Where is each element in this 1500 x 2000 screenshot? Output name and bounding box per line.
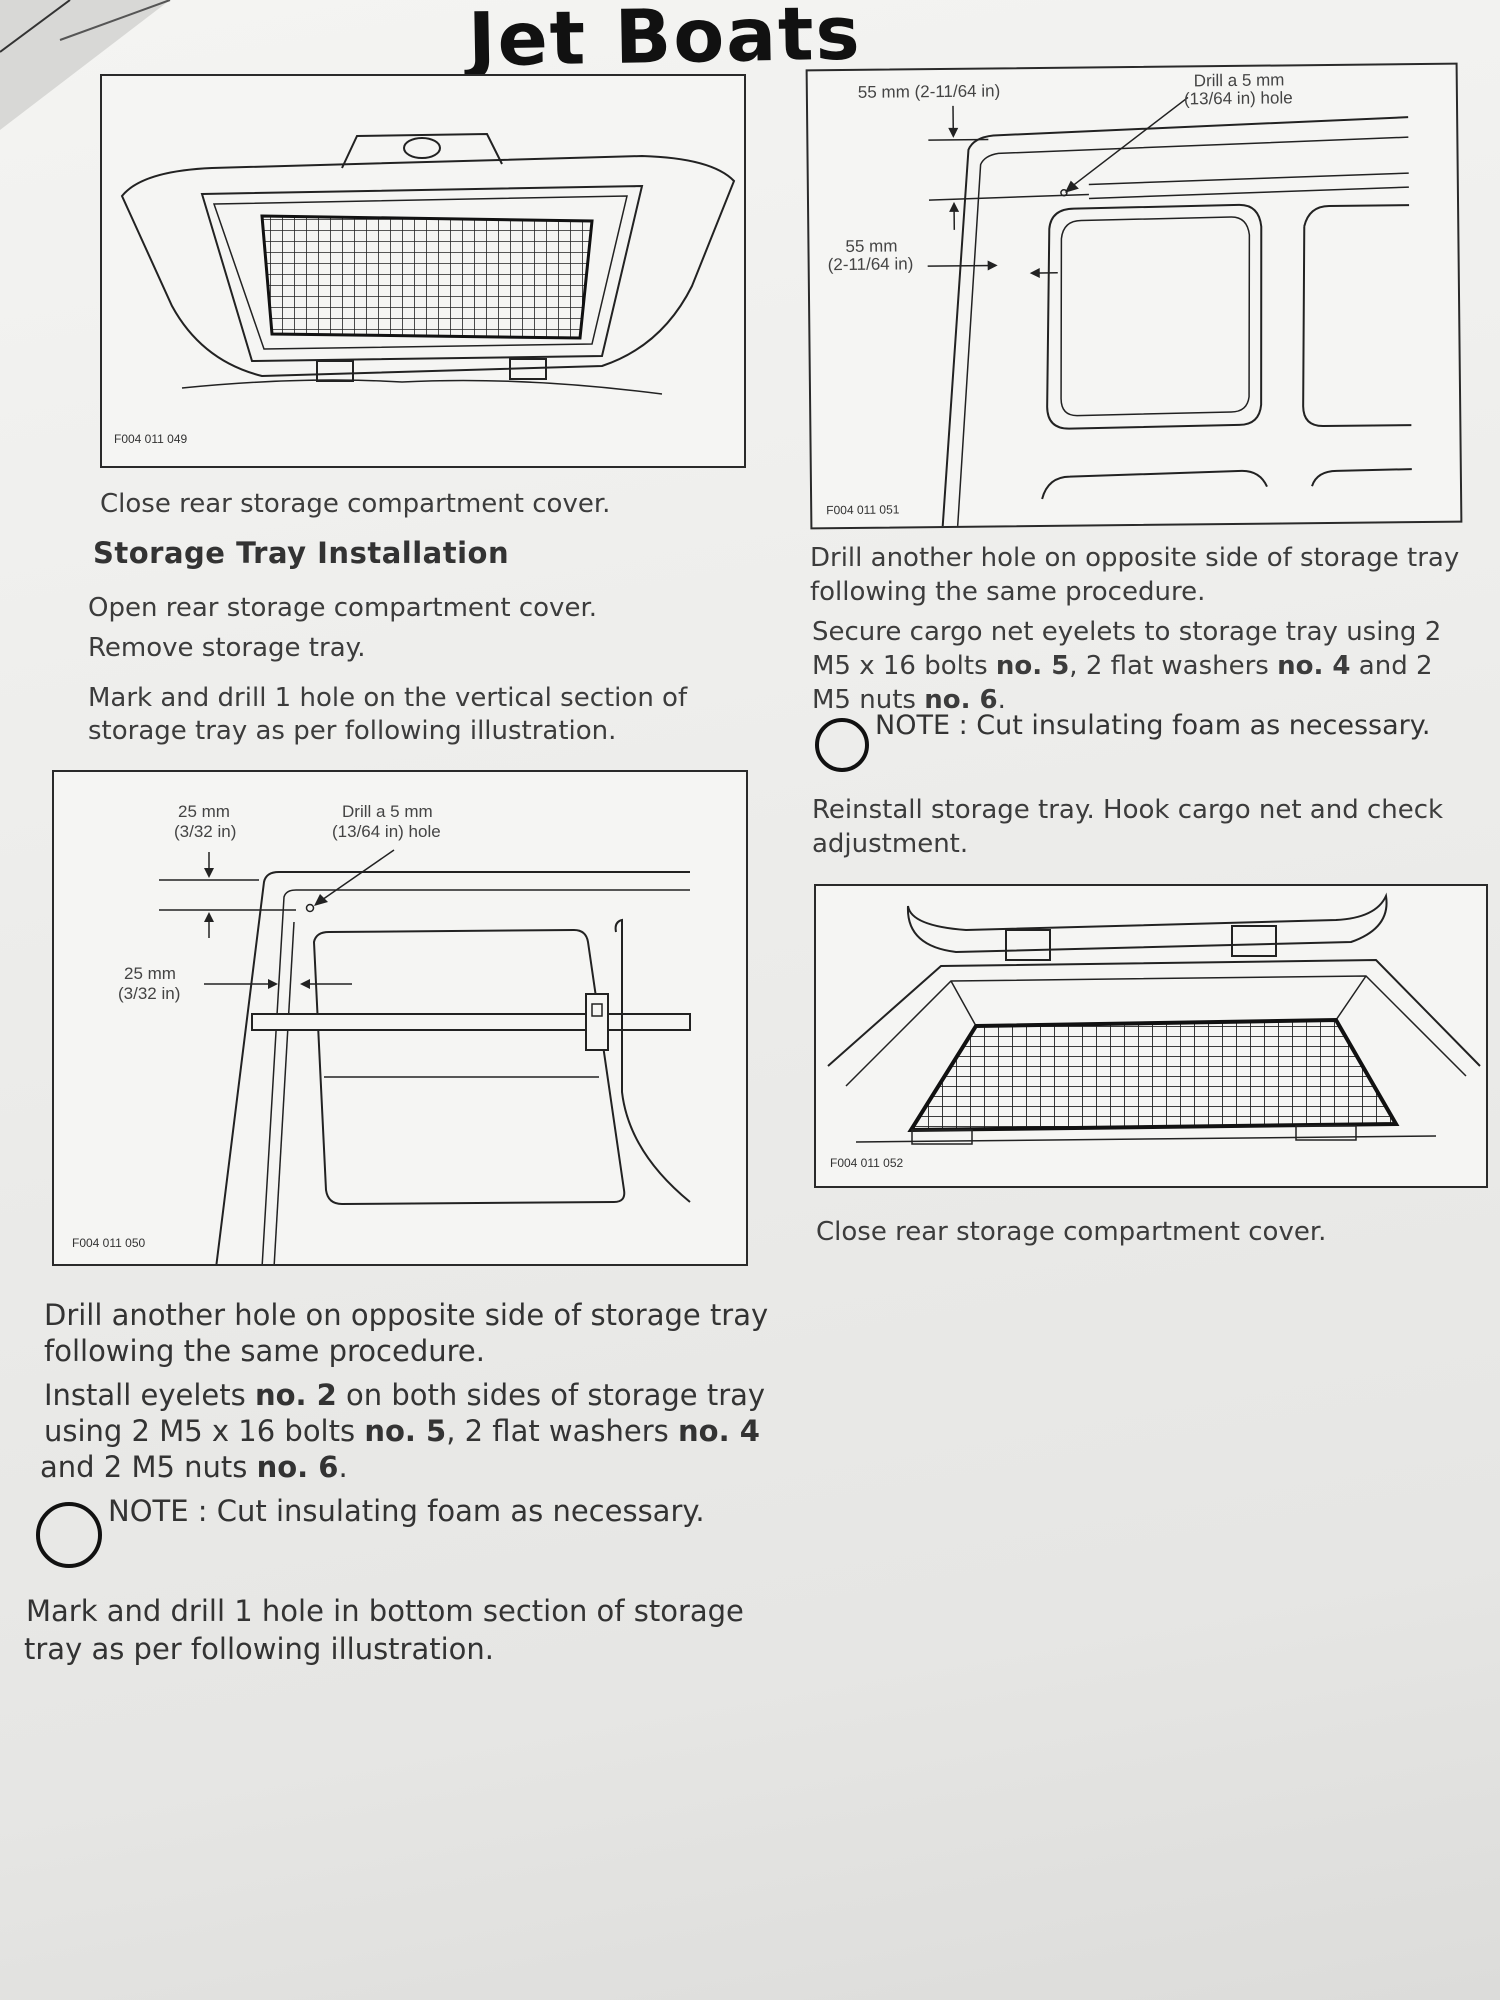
left-install-line1: Install eyelets no. 2 on both sides of s… [44,1378,766,1412]
right-secure-line3: M5 nuts no. 6. [812,685,1006,715]
dim-label-side-line2: (3/32 in) [118,984,181,1003]
right-note: NOTE : Cut insulating foam as necessary. [815,710,1430,772]
dim-label-side-line1: 25 mm [124,964,176,983]
figure-code: F004 011 052 [830,1156,904,1170]
left-note: NOTE : Cut insulating foam as necessary. [36,1494,705,1568]
page-corner-fold [0,0,171,130]
drill-25mm-drawing [159,849,691,1264]
rear-compartment-drawing [120,132,736,395]
dim-label-top: 55 mm (2-11/64 in) [857,81,1001,102]
right-close-cover: Close rear storage compartment cover. [816,1217,1327,1247]
right-secure-line1: Secure cargo net eyelets to storage tray… [812,617,1442,647]
dim-label-top-line2: (3/32 in) [174,822,237,841]
left-drill-another-line2: following the same procedure. [44,1334,485,1368]
right-drill-another-line2: following the same procedure. [810,577,1206,607]
figure-code: F004 011 050 [72,1236,146,1250]
drill-label-line1: Drill a 5 mm [342,802,433,821]
left-install-line2: using 2 M5 x 16 bolts no. 5, 2 flat wash… [44,1414,760,1448]
figure-cargo-net-installed: F004 011 052 [814,884,1488,1188]
left-mark-bottom-line2: tray as per following illustration. [24,1632,495,1666]
cargo-net-drawing [827,892,1481,1145]
right-reinstall-line1: Reinstall storage tray. Hook cargo net a… [812,795,1444,825]
figure-code: F004 011 051 [826,502,900,518]
left-install-line3: and 2 M5 nuts no. 6. [40,1450,348,1484]
dim-label-side-line1: 55 mm [845,236,898,257]
figure-drill-55mm: 55 mm (2-11/64 in) Drill a 5 mm (13/64 i… [805,62,1463,530]
drill-label-line2: (13/64 in) hole [1183,88,1293,109]
drill-label-line2: (13/64 in) hole [332,822,441,841]
step-mark-drill-line1: Mark and drill 1 hole on the vertical se… [88,683,688,713]
figure-code: F004 011 049 [114,432,188,446]
step-remove-tray: Remove storage tray. [88,633,366,663]
section-heading: Storage Tray Installation [93,536,510,570]
note-circle-icon [36,1502,102,1568]
step-open-cover: Open rear storage compartment cover. [88,593,598,623]
drill-label-line1: Drill a 5 mm [1193,70,1285,91]
note-circle-icon [815,718,869,772]
right-drill-another-line1: Drill another hole on opposite side of s… [810,543,1460,573]
right-secure-line2: M5 x 16 bolts no. 5, 2 flat washers no. … [812,651,1433,681]
figure-rear-compartment-net: F004 011 049 [100,74,746,468]
left-drill-another-line1: Drill another hole on opposite side of s… [44,1298,769,1332]
step-close-cover: Close rear storage compartment cover. [100,489,611,519]
page-title: Jet Boats [467,0,863,84]
figure-drill-25mm: 25 mm (3/32 in) Drill a 5 mm (13/64 in) … [52,770,748,1266]
left-mark-bottom-line1: Mark and drill 1 hole in bottom section … [26,1594,744,1628]
step-mark-drill-line2: storage tray as per following illustrati… [88,716,617,746]
right-reinstall-line2: adjustment. [812,829,969,859]
dim-label-top-line1: 25 mm [178,802,230,821]
drill-55mm-drawing [927,96,1412,530]
dim-label-side-line2: (2-11/64 in) [827,254,914,275]
